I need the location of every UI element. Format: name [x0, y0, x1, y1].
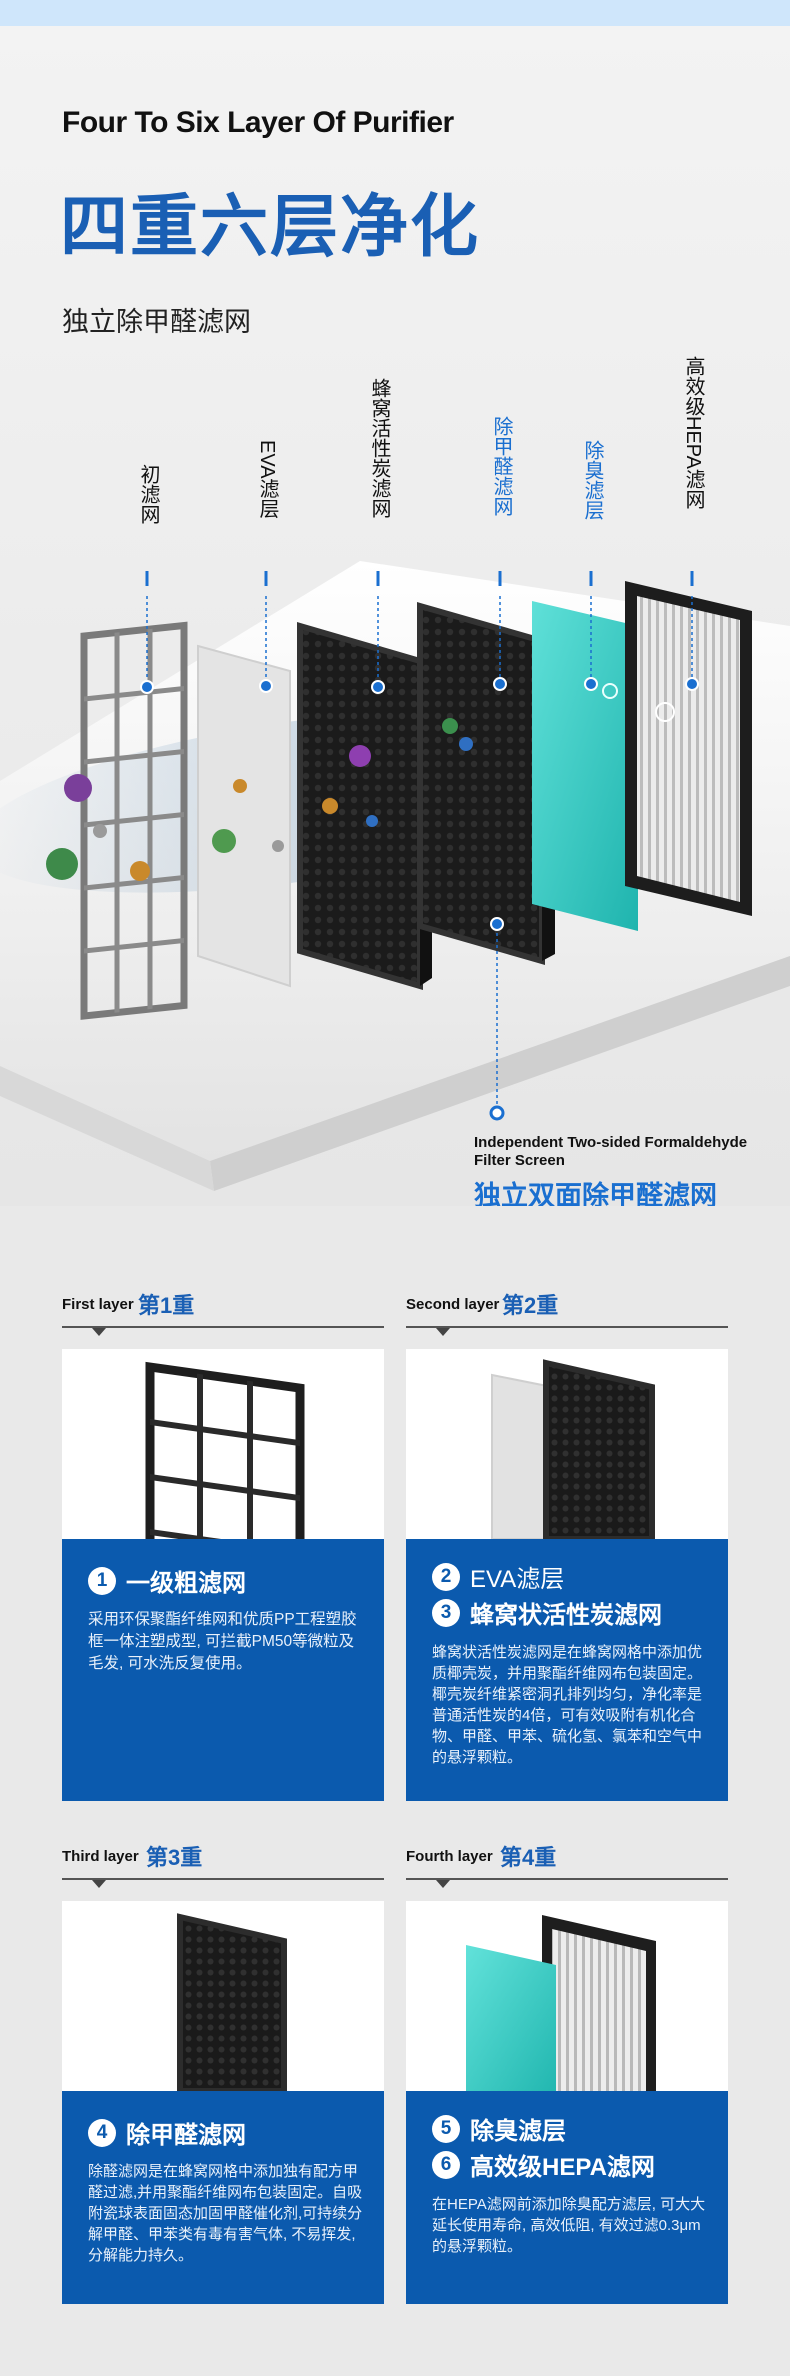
layer-2-divider — [406, 1326, 728, 1328]
layer-3-header-cn: 第3重 — [146, 1845, 203, 1870]
item-title: 除臭滤层 — [470, 2118, 566, 2145]
layer-3-header: Third layer 第3重 — [62, 1840, 384, 1870]
layer-2-pointer — [436, 1328, 450, 1336]
layer-1-header-cn: 第1重 — [138, 1293, 195, 1318]
layer-4-info-card: 5 除臭滤层 6 高效级HEPA滤网 在HEPA滤网前添加除臭配方滤层, 可大大… — [406, 2091, 728, 2304]
layer-1-header-en: First layer — [62, 1296, 134, 1313]
number-badge: 6 — [432, 2150, 460, 2179]
number-badge: 3 — [432, 1598, 460, 1627]
layer-4-header-en: Fourth layer — [406, 1848, 493, 1865]
layer-1-image — [62, 1349, 384, 1539]
layer-4-item-6: 6 高效级HEPA滤网 — [432, 2147, 655, 2182]
hero-title-cn: 四重六层净化 — [60, 189, 481, 265]
layer-4-header: Fourth layer 第4重 — [406, 1840, 728, 1870]
layer-3-divider — [62, 1878, 384, 1880]
item-title: EVA滤层 — [470, 1566, 565, 1593]
layer-3-item-4: 4 除甲醛滤网 — [88, 2115, 246, 2150]
item-title: 除甲醛滤网 — [126, 2122, 246, 2149]
layer-4-item-5: 5 除臭滤层 — [432, 2111, 566, 2146]
hero-section: Four To Six Layer Of Purifier 四重六层净化 独立除… — [0, 26, 790, 1206]
number-badge: 2 — [432, 1562, 460, 1591]
item-title: 一级粗滤网 — [126, 1570, 246, 1597]
layer-3-description: 除醛滤网是在蜂窝网格中添加独有配方甲醛过滤,并用聚酯纤维网布包装固定。自吸附瓷球… — [88, 2163, 363, 2264]
layer-3-info-card: 4 除甲醛滤网 除醛滤网是在蜂窝网格中添加独有配方甲醛过滤,并用聚酯纤维网布包装… — [62, 2091, 384, 2304]
layer-3-header-en: Third layer — [62, 1848, 139, 1865]
layer-1-grid-illustration — [145, 1361, 305, 1539]
layer-2-eva-carbon-illustration — [491, 1359, 655, 1539]
hero-subtitle: 独立除甲醛滤网 — [62, 307, 251, 337]
carbon-honeycomb-layer — [297, 622, 432, 990]
layer-2-item-2: 2 EVA滤层 — [432, 1559, 564, 1594]
label-hepa: 高效级HEPA滤网 — [682, 356, 704, 509]
layer-2-image — [406, 1349, 728, 1539]
layer-2-header-cn: 第2重 — [502, 1293, 559, 1318]
layer-1-divider — [62, 1326, 384, 1328]
layer-2-header-en: Second layer — [406, 1296, 500, 1313]
inset-pin — [489, 1105, 505, 1121]
layer-1-pointer — [92, 1328, 106, 1336]
label-formaldehyde: 除甲醛滤网 — [490, 416, 512, 516]
layer-4-image — [406, 1901, 728, 2091]
layer-4-description: 在HEPA滤网前添加除臭配方滤层, 可大大延长使用寿命, 高效低阻, 有效过滤0… — [432, 2196, 706, 2255]
layer-1-item-1: 1 一级粗滤网 — [88, 1563, 246, 1598]
inset-caption-cn: 独立双面除甲醛滤网 — [474, 1181, 717, 1206]
layer-3-image — [62, 1901, 384, 2091]
layer-3-pointer — [92, 1880, 106, 1888]
layer-4-header-cn: 第4重 — [500, 1845, 557, 1870]
layer-2-item-3: 3 蜂窝状活性炭滤网 — [432, 1595, 662, 1630]
hero-title-en: Four To Six Layer Of Purifier — [62, 106, 454, 139]
callout-dots — [140, 677, 699, 931]
layer-4-pointer — [436, 1880, 450, 1888]
layer-2-header: Second layer 第2重 — [406, 1288, 728, 1318]
layer-2-description: 蜂窝状活性炭滤网是在蜂窝网格中添加优质椰壳炭，并用聚酯纤维网布包装固定。椰壳炭纤… — [432, 1644, 703, 1766]
item-title: 高效级HEPA滤网 — [470, 2154, 655, 2181]
label-carbon: 蜂窝活性炭滤网 — [368, 378, 390, 518]
inset-caption-en: Independent Two-sided Formaldehyde Filte… — [474, 1134, 748, 1169]
layer-4-divider — [406, 1878, 728, 1880]
layer-1-description: 采用环保聚酯纤维网和优质PP工程塑胶框一体注塑成型, 可拦截PM50等微粒及毛发… — [88, 1611, 357, 1672]
top-banner-strip — [0, 0, 790, 26]
number-badge: 5 — [432, 2114, 460, 2143]
virus-particles — [46, 683, 675, 881]
callout-solid-ticks — [145, 571, 694, 586]
number-badge: 4 — [88, 2118, 116, 2147]
layer-1-header: First layer 第1重 — [62, 1288, 384, 1318]
number-badge: 1 — [88, 1566, 116, 1595]
item-title: 蜂窝状活性炭滤网 — [470, 1602, 662, 1629]
deodorizing-layer — [532, 601, 638, 931]
layer-3-formaldehyde-illustration — [177, 1913, 287, 2091]
filter-exploded-illustration — [0, 561, 790, 1191]
base-slab-edge — [210, 956, 790, 1191]
layer-1-info-card: 1 一级粗滤网 采用环保聚酯纤维网和优质PP工程塑胶框一体注塑成型, 可拦截PM… — [62, 1539, 384, 1801]
label-pre-filter: 初滤网 — [137, 464, 159, 524]
eva-layer — [197, 644, 291, 988]
layer-4-deodorizing-hepa-illustration — [466, 1915, 656, 2091]
callout-lines — [146, 596, 693, 1109]
hepa-layer — [625, 581, 752, 916]
label-eva: EVA滤层 — [256, 440, 278, 519]
label-deodorizing: 除臭滤层 — [581, 440, 603, 520]
layer-2-info-card: 2 EVA滤层 3 蜂窝状活性炭滤网 蜂窝状活性炭滤网是在蜂窝网格中添加优质椰壳… — [406, 1539, 728, 1801]
